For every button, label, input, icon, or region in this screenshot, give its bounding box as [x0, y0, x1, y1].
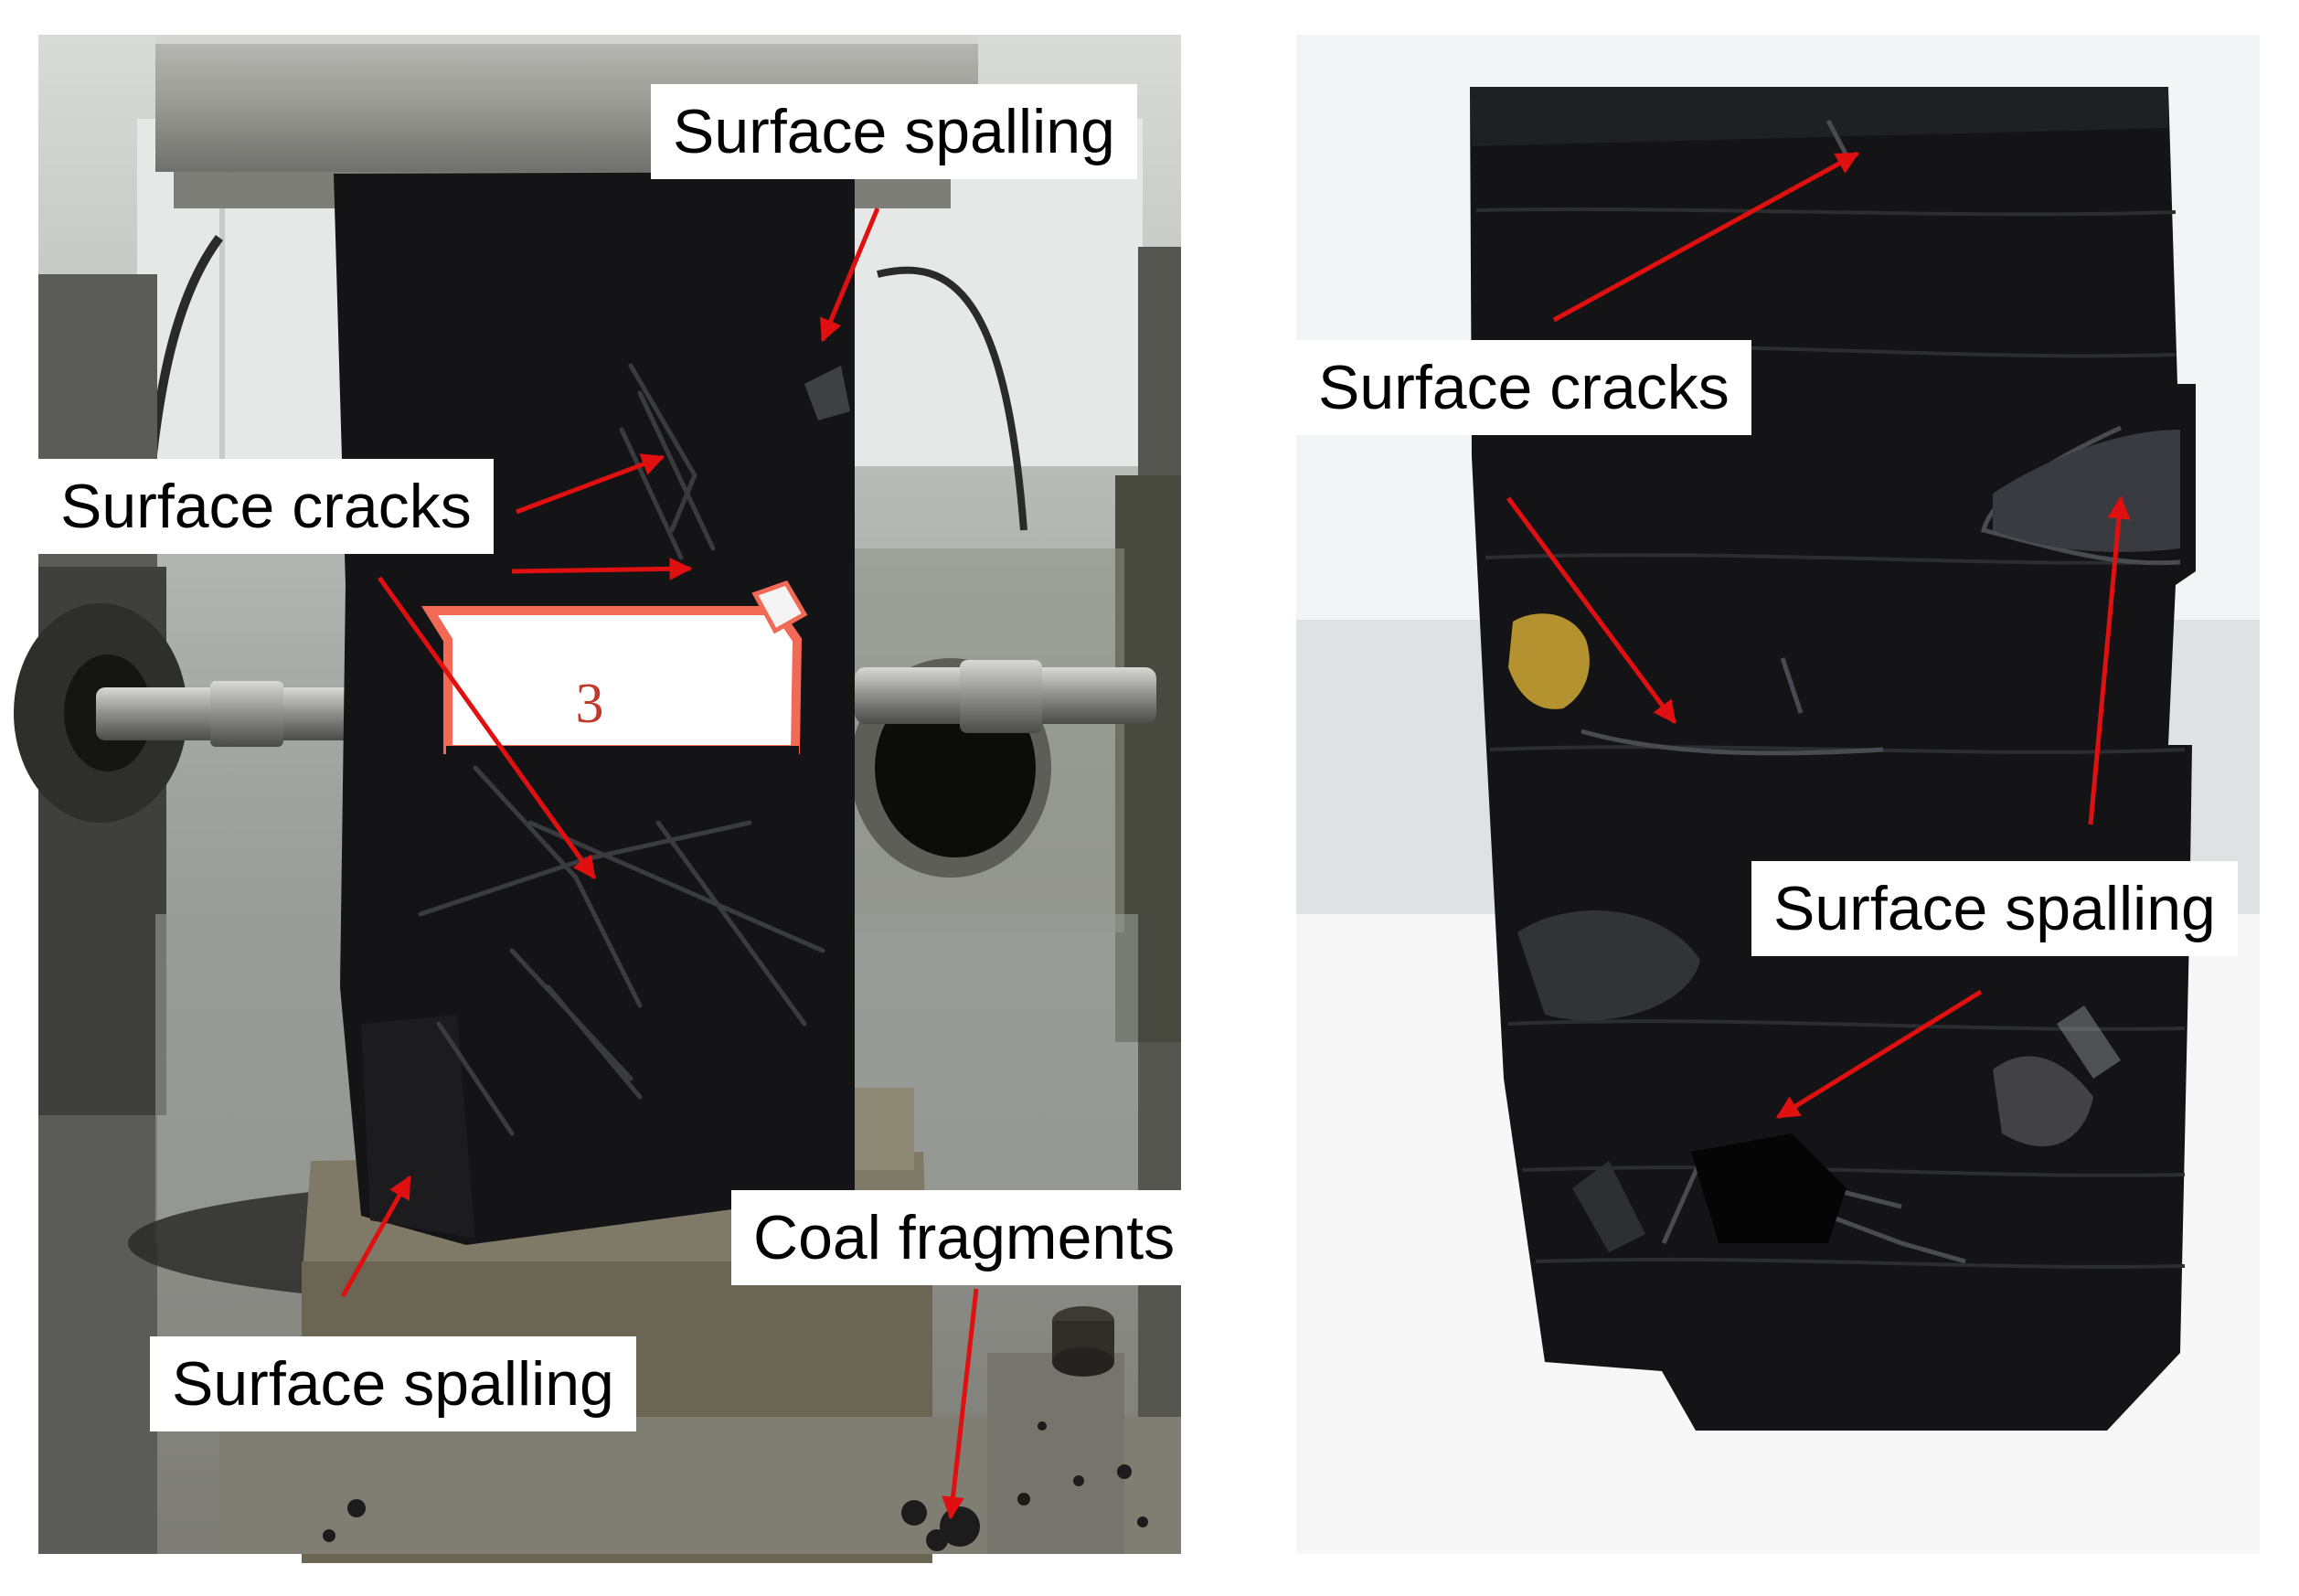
label-surface-spalling-top: Surface spalling: [651, 84, 1137, 179]
arrow-surface-spalling-top: [820, 207, 880, 343]
gold-sticker: [1508, 613, 1590, 709]
crack-lines: [418, 363, 825, 1136]
label-coal-fragments: Coal fragments: [731, 1190, 1197, 1285]
left-photo: 3: [14, 35, 1181, 1563]
label-surface-cracks-left: Surface cracks: [38, 459, 494, 554]
arrow-right-surface-spalling-1: [2088, 495, 2131, 825]
arrow-right-surface-cracks-1: [1552, 151, 1860, 323]
arrow-surface-spalling-bottom: [340, 1175, 412, 1298]
spalled-patch: [1993, 430, 2180, 552]
arrow-surface-cracks-1: [516, 453, 665, 515]
arrow-coal-fragments: [942, 1288, 979, 1520]
cable: [877, 266, 1027, 531]
specimen-tag-number: 3: [576, 673, 604, 735]
label-surface-cracks-right: Surface cracks: [1296, 340, 1751, 435]
arrow-right-surface-spalling-2: [1775, 989, 1983, 1120]
right-photo: [1296, 35, 2260, 1554]
arrow-right-surface-cracks-2: [1506, 496, 1677, 725]
arrow-surface-cracks-3: [377, 576, 597, 880]
arrow-surface-cracks-2: [511, 557, 693, 580]
label-surface-spalling-right: Surface spalling: [1751, 861, 2238, 956]
label-surface-spalling-bottom: Surface spalling: [150, 1336, 636, 1431]
